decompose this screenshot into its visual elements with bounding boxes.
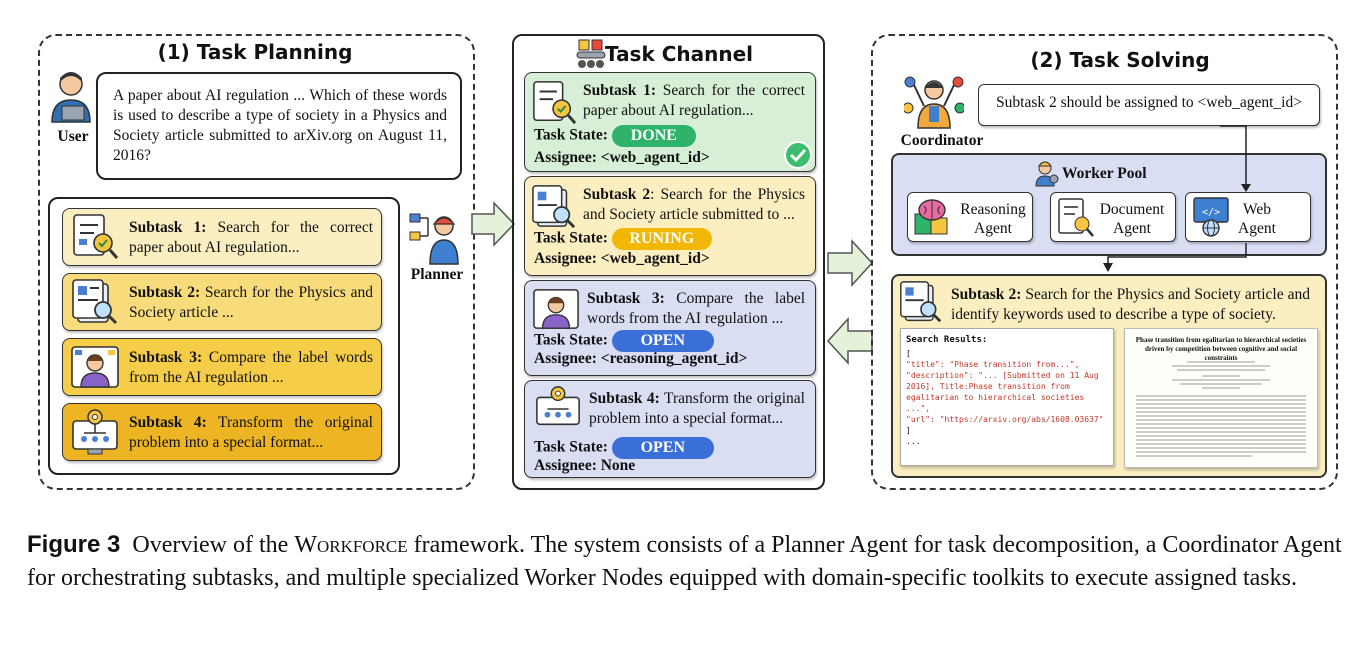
channel-card-3-text: Subtask 3: Compare the label words from … [587, 290, 806, 327]
channel-card-4[interactable] [524, 380, 816, 478]
card-4-assignee: Assignee: None [534, 457, 636, 474]
conveyor-icon [574, 38, 608, 70]
article-search-icon [70, 278, 120, 326]
document-search-icon [530, 80, 578, 126]
question-box [96, 72, 462, 180]
caption-text-after: framework. The system consists of a Plan… [27, 532, 1342, 591]
subtask-result-text: Subtask 2: Search for the Physics and So… [951, 286, 1310, 323]
card-3-assignee: Assignee: <reasoning_agent_id> [534, 350, 748, 367]
assignment-text: Subtask 2 should be assigned to <web_age… [996, 94, 1302, 111]
paper-title: Phase transition from egalitarian to hie… [1135, 336, 1307, 362]
user-icon [48, 70, 94, 124]
channel-card-1-text: Subtask 1: Search for the correct paper … [583, 82, 806, 119]
task-channel-title: Task Channel [605, 42, 754, 66]
compare-person-icon [70, 343, 120, 391]
arrow-solving-to-channel [826, 316, 874, 366]
planner-icon [408, 210, 464, 266]
plan-subtask-3-text: Subtask 3: Compare the label words from … [129, 349, 374, 386]
search-results-title: Search Results: [906, 335, 988, 345]
planner-label: Planner [410, 266, 464, 283]
search-results-list: [ "title": "Phase transition from...", "… [906, 349, 1104, 446]
check-icon [783, 140, 813, 170]
task-solving-title: (2) Task Solving [1030, 48, 1210, 72]
transform-monitor-icon [534, 384, 582, 432]
coordinator-icon [902, 72, 966, 130]
caption-text-before: Overview of the [132, 532, 295, 558]
reasoning-agent-label: Reasoning Agent [960, 201, 1026, 237]
article-search-icon [530, 184, 578, 230]
plan-subtask-2-text: Subtask 2: Search for the Physics and So… [129, 284, 373, 321]
arrow-channel-to-solving [826, 238, 874, 288]
article-search-icon [898, 280, 944, 324]
card-1-state-row: Task State: DONE [534, 125, 804, 147]
search-results-panel [900, 328, 1114, 466]
channel-card-4-text: Subtask 4: Transform the original proble… [589, 390, 805, 427]
state-badge-open: OPEN [611, 330, 714, 352]
svg-text:</>: </> [1202, 207, 1220, 218]
plan-subtask-4-text: Subtask 4: Transform the original proble… [129, 414, 373, 451]
document-icon [1055, 196, 1095, 238]
card-3-state-row: Task State: OPEN [534, 330, 804, 352]
assignment-connector [1100, 100, 1260, 280]
compare-person-icon [532, 286, 580, 332]
figure-caption: Figure 3 Overview of the Workforce frame… [27, 528, 1352, 595]
channel-card-2-text: Subtask 2: Search for the Physics and So… [583, 186, 805, 223]
card-1-assignee: Assignee: <web_agent_id> [534, 149, 710, 166]
plan-subtask-1-text: Subtask 1: Search for the correct paper … [129, 219, 374, 256]
user-label: User [57, 128, 89, 145]
brain-icon [912, 196, 952, 238]
worker-pool-title: Worker Pool [1062, 165, 1147, 182]
state-badge-running: RUNING [611, 228, 712, 250]
document-search-icon [70, 213, 120, 261]
task-planning-title: (1) Task Planning [157, 40, 353, 64]
web-agent-label: Web Agent [1238, 201, 1276, 237]
framework-name: Workforce [294, 532, 408, 558]
paper-thumbnail[interactable] [1124, 328, 1318, 468]
web-globe-icon: </> [1190, 196, 1232, 238]
coordinator-label: Coordinator [900, 132, 984, 149]
state-badge-open: OPEN [611, 437, 714, 459]
task-channel-panel [512, 34, 825, 490]
transform-monitor-icon [70, 407, 120, 457]
card-2-assignee: Assignee: <web_agent_id> [534, 250, 710, 267]
subtask-list-box [48, 197, 400, 475]
worker-gear-icon [1030, 157, 1060, 187]
state-badge-done: DONE [611, 125, 696, 147]
card-4-state-row: Task State: OPEN [534, 437, 804, 459]
document-agent-label: Document Agent [1099, 201, 1165, 237]
question-text: A paper about AI regulation ... Which of… [113, 87, 447, 164]
task-solving-panel [871, 34, 1338, 490]
card-2-state-row: Task State: RUNING [534, 228, 804, 250]
figure-label: Figure 3 [27, 531, 121, 558]
task-planning-panel [38, 34, 475, 490]
assignment-box [978, 84, 1320, 126]
paper-body-lines [1132, 360, 1310, 464]
arrow-planning-to-channel [470, 200, 516, 248]
